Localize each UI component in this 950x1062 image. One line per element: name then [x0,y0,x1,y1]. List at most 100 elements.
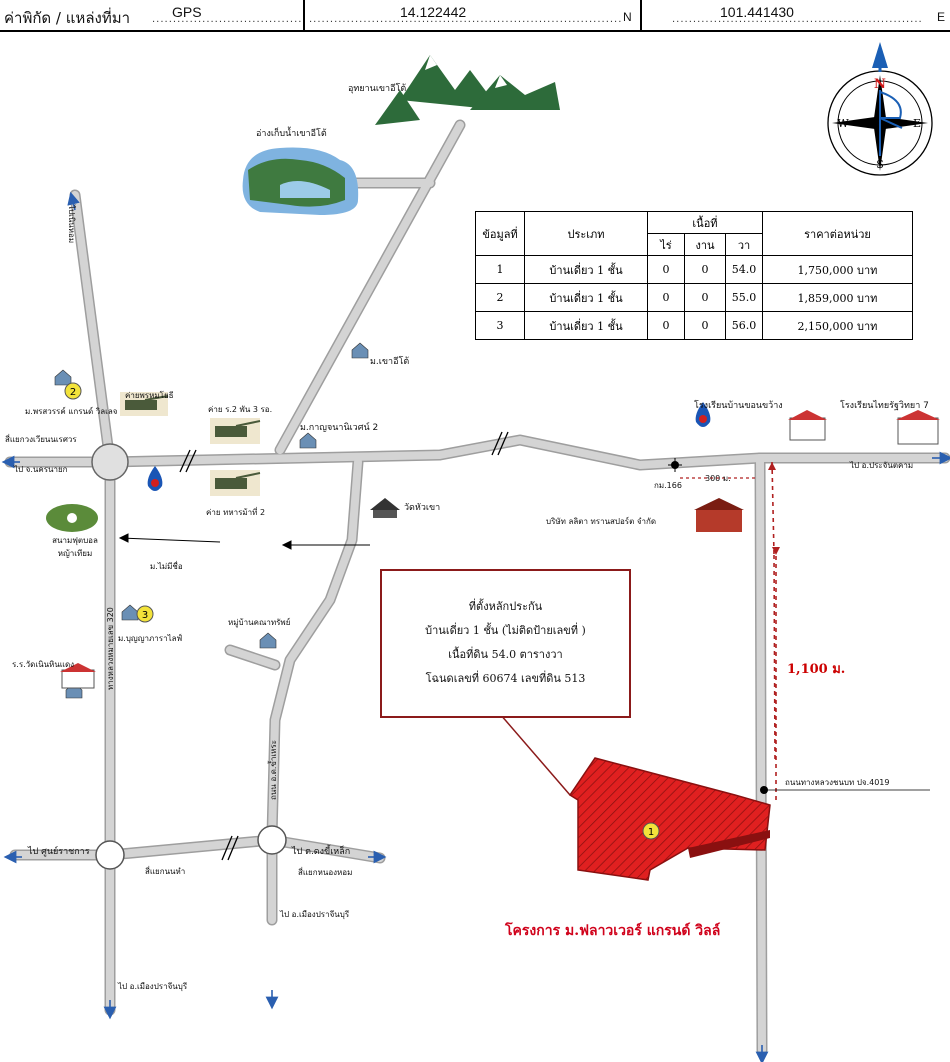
dots: ........................................… [309,14,621,25]
school-icon [896,410,940,445]
label-km166: กม.166 [654,481,682,490]
cell-rai: 0 [647,283,685,312]
cell-wa: 54.0 [725,255,763,284]
header-ngan: งาน [684,233,726,256]
compass-south: S [876,158,884,171]
longitude-cell: ........................................… [642,0,950,30]
marker-1-label: 1 [648,827,654,838]
header-no: ข้อมูลที่ [475,211,525,256]
cell-ngan: 0 [684,311,726,340]
compass-north: N [874,77,886,92]
school-icon [788,410,827,441]
label-intersection-naresuan: สี่แยกวงเวียนนเรศวร [5,435,77,444]
label-football-field: สนามฟุตบอลหญ้าเทียม [52,536,98,558]
price-table: ข้อมูลที่ ประเภท เนื้อที่ ราคาต่อหน่วย ไ… [475,211,913,340]
source-value: GPS [172,4,202,20]
label-company: บริษัท ลลิตา ทรานสปอร์ต จำกัด [546,517,657,526]
callout-line-4: โฉนดเลขที่ 60674 เลขที่ดิน 513 [425,672,586,685]
label-camp-ror2: ค่าย ร.2 พัน 3 รอ. [208,405,273,414]
km166-marker [668,458,755,479]
football-field-icon [46,504,98,532]
cell-type: บ้านเดี่ยว 1 ชั้น [524,283,648,312]
latitude-suffix: N [623,10,632,24]
callout-line-3: เนื้อที่ดิน 54.0 ตารางวา [448,648,563,661]
latitude-cell: ........................................… [305,0,640,30]
cell-no: 2 [475,283,525,312]
temple-icon [370,498,400,518]
label-to-nakhon-nayok: ไป จ.นครนายก [14,465,68,474]
label-to-mueang-2: ไป อ.เมืองปราจีนบุรี [118,982,188,991]
label-dist-300: 300 ม. [705,474,731,483]
marker-2 [64,382,82,400]
gas-station-icon [147,466,163,491]
cell-ngan: 0 [684,283,726,312]
divider [303,0,305,30]
label-wat-hua-khao: วัดหัวเขา [404,503,441,513]
compass-west: W [837,117,849,130]
longitude-value: 101.441430 [720,4,794,20]
label-village-kanchana: ม.กาญจนานิเวศน์ 2 [300,423,379,433]
label-village-bunyaphara: ม.บุญญาภาราไลฟ์ [118,634,183,643]
cell-no: 1 [475,255,525,284]
label-village-khanathip: หมู่บ้านคณาทรัพย์ [228,618,291,627]
label-village-phonsawan: ม.พรสวรรค์ แกรนด์ วิลเลจ [25,407,118,416]
dots: ........................................… [152,14,302,25]
label-village-khao-ito: ม.เขาอีโต้ [370,357,410,367]
company-icon [694,498,744,532]
label-intersection-noen-hom: สี่แยกหนองหอม [298,868,353,877]
table-row: 1 บ้านเดี่ยว 1 ชั้น 0 0 54.0 1,750,000 บ… [475,255,913,284]
label-to-dong-khilek: ไป ต.ดงขี้เหล็ก [292,847,351,857]
school-icon [60,663,96,689]
header-type: ประเภท [524,211,648,256]
label-camp-thahan-ma: ค่าย ทหารม้าที่ 2 [206,508,266,517]
cell-price: 2,150,000 บาท [762,311,913,340]
marker-3-label: 3 [142,610,148,621]
project-name: โครงการ ม.ฟลาวเวอร์ แกรนด์ วิลล์ [505,923,721,939]
cell-type: บ้านเดี่ยว 1 ชั้น [524,311,648,340]
source-cell: ค่าพิกัด / แหล่งที่มา ..................… [0,0,303,30]
marker-1 [642,822,660,840]
arrow-north-nern-hom [67,191,80,211]
project-plot [568,757,771,881]
callout-line-1: ที่ตั้งหลักประกัน [468,600,543,613]
camp-icon [210,418,261,444]
label-national-park: อุทยานเขาอีโต้ [348,84,407,94]
label-dist-1100: 1,100 ม. [787,662,846,677]
header-area: เนื้อที่ [647,211,763,234]
cell-wa: 56.0 [725,311,763,340]
camp-icon [210,470,261,496]
dots: ........................................… [672,14,922,25]
label-school-thai-rat: โรงเรียนไทยรัฐวิทยา 7 [840,401,929,411]
cell-price: 1,859,000 บาท [762,283,913,312]
label-camp-phrom-yothi: ค่ายพรหมโยธี [125,391,174,400]
label-reservoir: อ่างเก็บน้ำเขาอีโต้ [256,129,327,139]
callout-leader [499,713,571,796]
marker-3 [136,605,154,623]
longitude-suffix: E [937,10,946,24]
coord-label: ค่าพิกัด / แหล่งที่มา [4,9,131,27]
cell-ngan: 0 [684,255,726,284]
road-break-marks [179,431,509,861]
label-intersection-non-ham: สี่แยกนนหำ [145,867,186,876]
roundabout-south-west [95,840,125,870]
reservoir-illustration [242,147,359,215]
compass-east: E [913,117,921,130]
cell-rai: 0 [647,255,685,284]
project-access [688,830,770,858]
divider [640,0,642,30]
callout-line-2: บ้านเดี่ยว 1 ชั้น (ไม่ติดป้ายเลขที่ ) [425,624,586,637]
cell-rai: 0 [647,311,685,340]
cell-type: บ้านเดี่ยว 1 ชั้น [524,255,648,284]
label-to-government-center: ไป ศูนย์ราชการ [28,847,90,857]
header-rai: ไร่ [647,233,685,256]
header-price: ราคาต่อหน่วย [762,211,913,256]
direction-arrows [1,191,950,1062]
marker-2-label: 2 [70,387,76,398]
national-park-illustration [375,55,560,125]
label-to-prachantakham: ไป อ.ประจันตคาม [850,461,914,470]
route-1100m [771,461,775,556]
coordinate-header: ค่าพิกัด / แหล่งที่มา ..................… [0,0,950,32]
table-row: 2 บ้านเดี่ยว 1 ชั้น 0 0 55.0 1,859,000 บ… [475,283,913,312]
label-to-mueang-1: ไป อ.เมืองปราจีนบุรี [280,910,350,919]
